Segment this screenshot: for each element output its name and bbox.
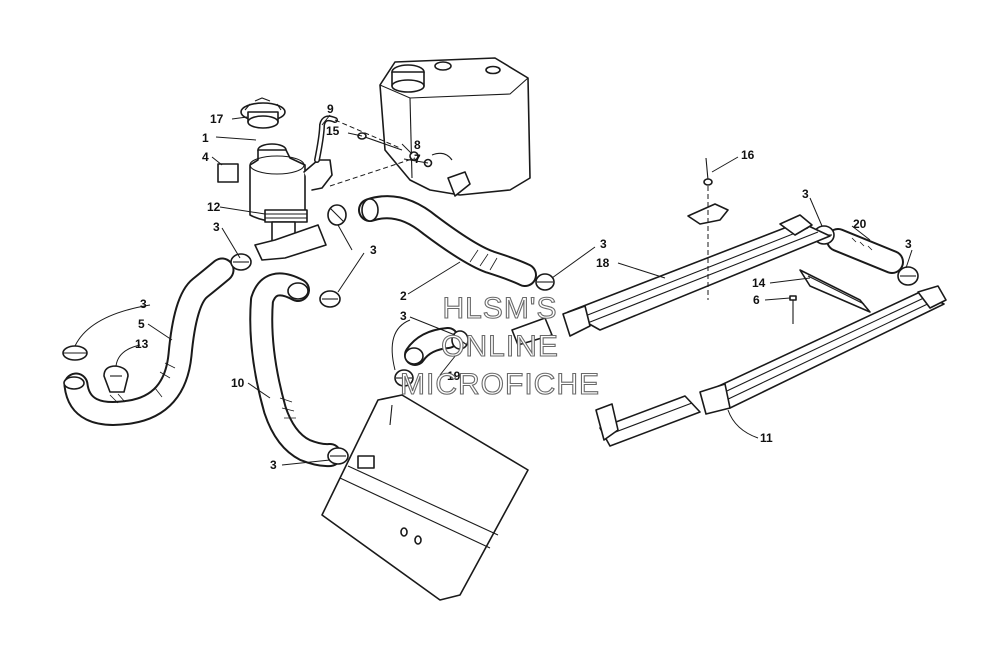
radiator-cap	[240, 97, 286, 129]
callout-1: 1	[202, 131, 209, 145]
hose-clamp	[62, 345, 88, 361]
filler-neck	[249, 143, 333, 261]
callout-12: 12	[207, 200, 221, 214]
callout-18: 18	[596, 256, 610, 270]
heat-exchanger-11	[699, 285, 947, 415]
screw-6	[789, 295, 797, 324]
callout-13: 13	[135, 337, 149, 351]
callout-8: 8	[414, 138, 421, 152]
callout-11: 11	[760, 431, 773, 445]
callout-9: 9	[327, 102, 334, 116]
callout-16: 16	[741, 148, 755, 162]
callout-labels: 17 1 4 9 15 8 7 12 3 3 5 13 10 3 2 3 19 …	[135, 102, 912, 472]
hose-19	[404, 327, 459, 366]
callout-7: 7	[414, 152, 421, 166]
outlet-fitting	[511, 317, 553, 346]
hose-clamp	[897, 266, 919, 286]
hose-clamp	[535, 273, 555, 291]
watermark-line-1: HLSM'S	[442, 292, 557, 325]
hose-5	[63, 257, 235, 426]
cooler-cross-section	[799, 269, 871, 313]
callout-3-d: 3	[400, 309, 407, 323]
hose-clamp	[327, 447, 349, 465]
hose-fitting	[357, 455, 375, 469]
hose-clamp	[230, 253, 252, 271]
cooler-end-piece	[595, 395, 701, 447]
decal	[217, 163, 239, 183]
callout-3-f: 3	[600, 237, 607, 251]
callout-3-e: 3	[270, 458, 277, 472]
callout-3-b: 3	[140, 297, 147, 311]
callout-3-g: 3	[802, 187, 809, 201]
callout-17: 17	[210, 112, 224, 126]
callout-14: 14	[752, 276, 766, 290]
clip-13	[103, 365, 129, 393]
watermark-line-2: ONLINE	[441, 330, 559, 363]
hose-clamp	[327, 204, 347, 226]
callout-5: 5	[138, 317, 145, 331]
callout-19: 19	[447, 369, 461, 383]
callout-20: 20	[853, 217, 867, 231]
hose-10	[249, 272, 342, 468]
hose-2	[358, 195, 537, 287]
hose-20	[826, 228, 904, 274]
hose-clamp	[451, 330, 469, 350]
hose-clamp	[394, 369, 414, 387]
bleed-screw-16	[703, 157, 713, 300]
coolant-tank	[379, 57, 531, 197]
leader-lines	[74, 114, 913, 466]
callout-15: 15	[326, 124, 340, 138]
watermark: HLSM'S ONLINE MICROFICHE	[399, 291, 600, 401]
callout-3-h: 3	[905, 237, 912, 251]
hose-clamp	[319, 290, 341, 308]
watermark-line-3: MICROFICHE	[400, 368, 600, 401]
tank-fittings	[329, 132, 433, 187]
callout-6: 6	[753, 293, 760, 307]
heat-shield-plate	[321, 394, 529, 601]
callout-10: 10	[231, 376, 245, 390]
heat-exchanger-18	[562, 214, 831, 337]
callout-4: 4	[202, 150, 209, 164]
callout-3-a: 3	[213, 220, 220, 234]
callout-2: 2	[400, 289, 407, 303]
callout-3-c: 3	[370, 243, 377, 257]
